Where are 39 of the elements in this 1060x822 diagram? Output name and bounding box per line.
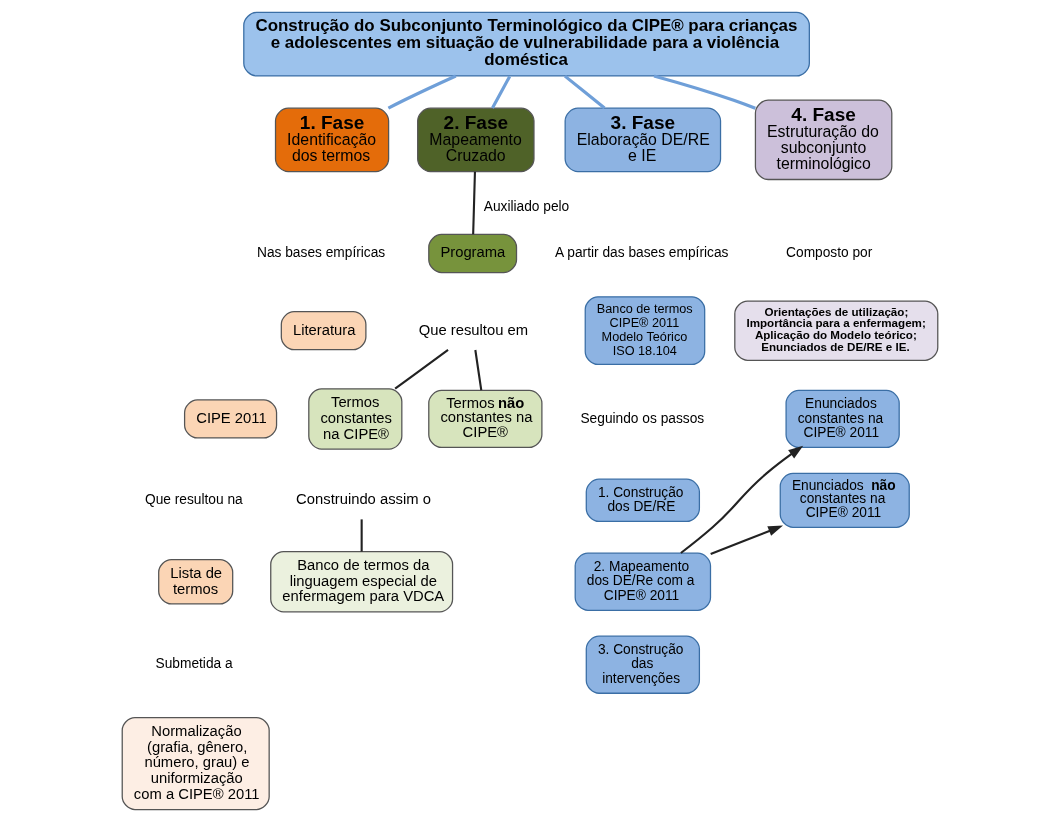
label: Composto por xyxy=(786,245,873,261)
connector xyxy=(474,349,483,391)
node-box: 2. Fase Mapeamento Cruzado xyxy=(417,107,535,173)
node-box: Termos constantes na CIPE® xyxy=(308,388,403,450)
node-box: Enunciados constantes na CIPE® 2011 xyxy=(785,389,900,449)
node-text: Que resultou em xyxy=(418,321,529,338)
connector xyxy=(653,74,756,110)
label: A partir das bases empíricas xyxy=(555,245,729,261)
node-box: Lista de termos xyxy=(158,558,234,605)
connector xyxy=(472,171,476,235)
node-box: Construção do Subconjunto Terminológico da CIPE® para crianças e adolescentes em situação de vulnerabilidade para a violência doméstica xyxy=(243,11,810,77)
node-box: 2. Mapeamento dos DE/Re com a CIPE® 2011 xyxy=(574,552,712,611)
node-box: Enunciados não constantes na CIPE® 2011 xyxy=(779,472,910,528)
node-box: Banco de termos da linguagem especial de enfermagem para VDCA xyxy=(270,550,454,613)
edge-label: Auxiliado pelo xyxy=(483,198,570,214)
node-box: 3. Construção das intervenções xyxy=(585,635,701,694)
node-box: 3. Fase Elaboração DE/RE e IE xyxy=(564,107,722,173)
node-box: Normalização (grafia, gênero, número, grau) e uniformização com a CIPE® 2011 xyxy=(121,716,270,811)
node-box: Orientações de utilização; Importância para a enfermagem; Aplicação do Modelo teórico; Enunciados de DE/RE e IE. xyxy=(734,300,939,361)
connector xyxy=(394,348,449,390)
node-box: CIPE 2011 xyxy=(183,399,278,439)
label: Que resultou na xyxy=(144,491,243,507)
node-box: Literatura xyxy=(280,311,367,351)
arrow xyxy=(680,445,804,554)
connector xyxy=(387,74,457,110)
node-text: Construindo assim o xyxy=(296,491,431,508)
node-box: Banco de termos CIPE® 2011 Modelo Teórico ISO 18.104 xyxy=(584,296,706,366)
connector xyxy=(491,75,512,109)
label: Submetida a xyxy=(155,656,233,672)
label: Seguindo os passos xyxy=(580,410,705,426)
label: Nas bases empíricas xyxy=(257,245,386,261)
connector xyxy=(360,519,363,552)
node-box: 1. Fase Identificação dos termos xyxy=(274,107,390,173)
connector xyxy=(563,74,606,110)
node-box: Programa xyxy=(428,233,518,274)
arrow xyxy=(710,525,783,555)
node-box: 4. Fase Estruturação do subconjunto terminológico xyxy=(754,99,893,181)
node-box: Termos não constantes na CIPE® xyxy=(428,389,543,449)
node-box: 1. Construção dos DE/RE xyxy=(585,478,701,523)
